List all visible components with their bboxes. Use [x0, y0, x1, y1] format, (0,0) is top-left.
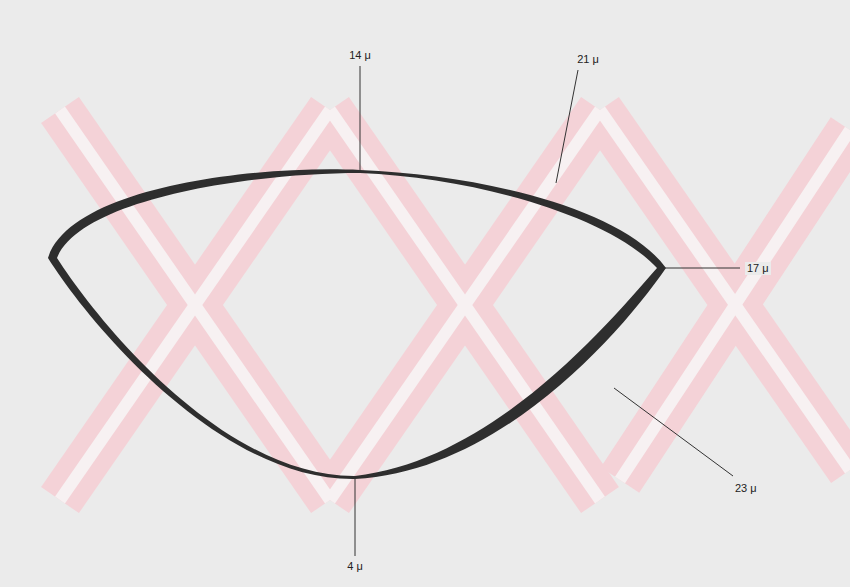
dimension-label: 23 μ: [733, 482, 759, 495]
dimension-label: 14 μ: [347, 49, 373, 62]
dimension-label: 4 μ: [345, 560, 365, 573]
dimension-label: 17 μ: [745, 262, 771, 275]
dimension-label: 21 μ: [575, 53, 601, 66]
leader-lines: [355, 66, 740, 556]
watermark: [60, 110, 850, 500]
cross-section-wall: [48, 169, 666, 479]
